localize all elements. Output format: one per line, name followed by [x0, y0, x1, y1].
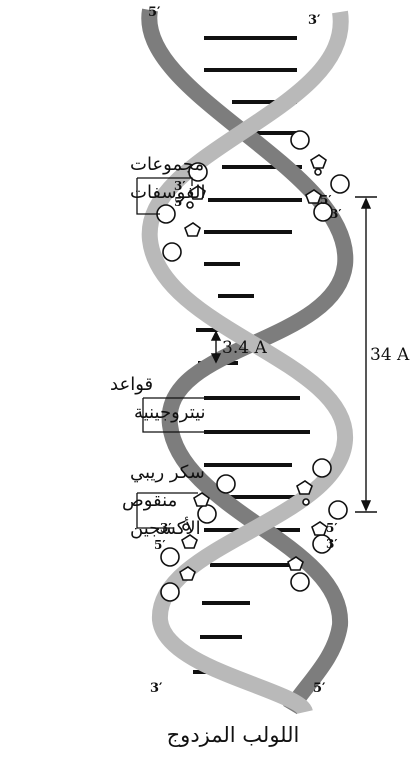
sugar-callout — [136, 493, 174, 529]
side-labels: مجموعات الفوسفات قواعد نيتروجينية سكر ري… — [110, 154, 206, 539]
deoxyribose-sugar — [179, 566, 196, 581]
phosphate-label-line2: الفوسفات — [130, 182, 206, 203]
sugar-label-line1: سكر ريبي — [130, 462, 205, 483]
rise-arrow-head-up — [210, 330, 222, 341]
phosphate-group — [182, 523, 190, 531]
phosphate-callout — [137, 177, 193, 186]
phosphate-group — [186, 201, 194, 209]
rise-label: 3.4 A — [222, 338, 267, 358]
end-label-top-right: 3′ — [308, 13, 321, 28]
phosphate-group — [312, 458, 332, 478]
end-label-lower-right-5: 5′ — [326, 521, 338, 535]
base-pairs — [193, 36, 310, 674]
end-label-top-left: 5′ — [148, 5, 161, 20]
pitch-measure — [355, 196, 377, 513]
end-label-upper-right-3: 3′ — [330, 207, 342, 221]
phosphate-group — [160, 582, 180, 602]
deoxyribose-sugar — [296, 480, 313, 495]
deoxyribose-sugar — [181, 534, 198, 549]
phosphate-label-line1: مجموعات — [130, 154, 204, 175]
end-label-bottom-right: 5′ — [313, 681, 326, 696]
deoxyribose-sugar — [311, 521, 328, 536]
deoxyribose-sugar — [310, 154, 327, 169]
backbone-detail-upper — [156, 130, 350, 262]
phosphate-group — [197, 504, 217, 524]
end-label-lower-right-3: 3′ — [326, 537, 338, 551]
phosphate-group — [290, 130, 310, 150]
phosphate-group — [313, 202, 333, 222]
diagram-title: اللولب المزدوج — [167, 723, 300, 748]
phosphate-group — [162, 242, 182, 262]
bases-label-line1: قواعد — [110, 374, 153, 395]
phosphate-group — [160, 547, 180, 567]
phosphate-group — [302, 498, 310, 506]
end-label-lower-left-5: 5′ — [154, 538, 166, 552]
rise-measure — [210, 330, 222, 364]
rise-arrow-head-down — [210, 353, 222, 364]
phosphate-group — [188, 162, 208, 182]
back-strand — [141, 8, 354, 715]
bases-callout — [142, 398, 206, 433]
end-label-upper-right-5: 5′ — [320, 193, 332, 207]
strand-end-labels: 5′ 3′ 3′ 5′ 3′ 5′ 5′ 3′ 3′ 5′ 5′ 3′ — [148, 5, 342, 696]
sugar-label-line2: منقوص — [122, 490, 177, 511]
phosphate-group — [328, 500, 348, 520]
end-label-upper-left-5: 5′ — [174, 195, 186, 209]
pitch-arrow-head-down — [360, 500, 372, 512]
phosphate-group — [330, 174, 350, 194]
callout-lines — [136, 177, 210, 529]
deoxyribose-sugar — [305, 189, 322, 204]
deoxyribose-sugar — [193, 492, 210, 507]
phosphate-group — [290, 572, 310, 592]
sugar-label-line3: الأكسجين — [130, 517, 201, 539]
phosphate-group — [216, 474, 236, 494]
bases-label-line2: نيتروجينية — [134, 402, 206, 423]
backbone-detail-lower — [160, 458, 348, 602]
deoxyribose-sugar — [184, 222, 201, 237]
phosphate-callout — [136, 178, 160, 215]
deoxyribose-sugar — [189, 185, 206, 200]
end-label-bottom-left: 3′ — [150, 681, 163, 696]
end-label-upper-left-3: 3′ — [174, 179, 186, 193]
pitch-label: 34 A — [370, 345, 410, 365]
front-strand — [141, 10, 354, 717]
pitch-arrow-head-up — [360, 197, 372, 209]
phosphate-group — [314, 168, 322, 176]
deoxyribose-sugar — [287, 556, 304, 571]
